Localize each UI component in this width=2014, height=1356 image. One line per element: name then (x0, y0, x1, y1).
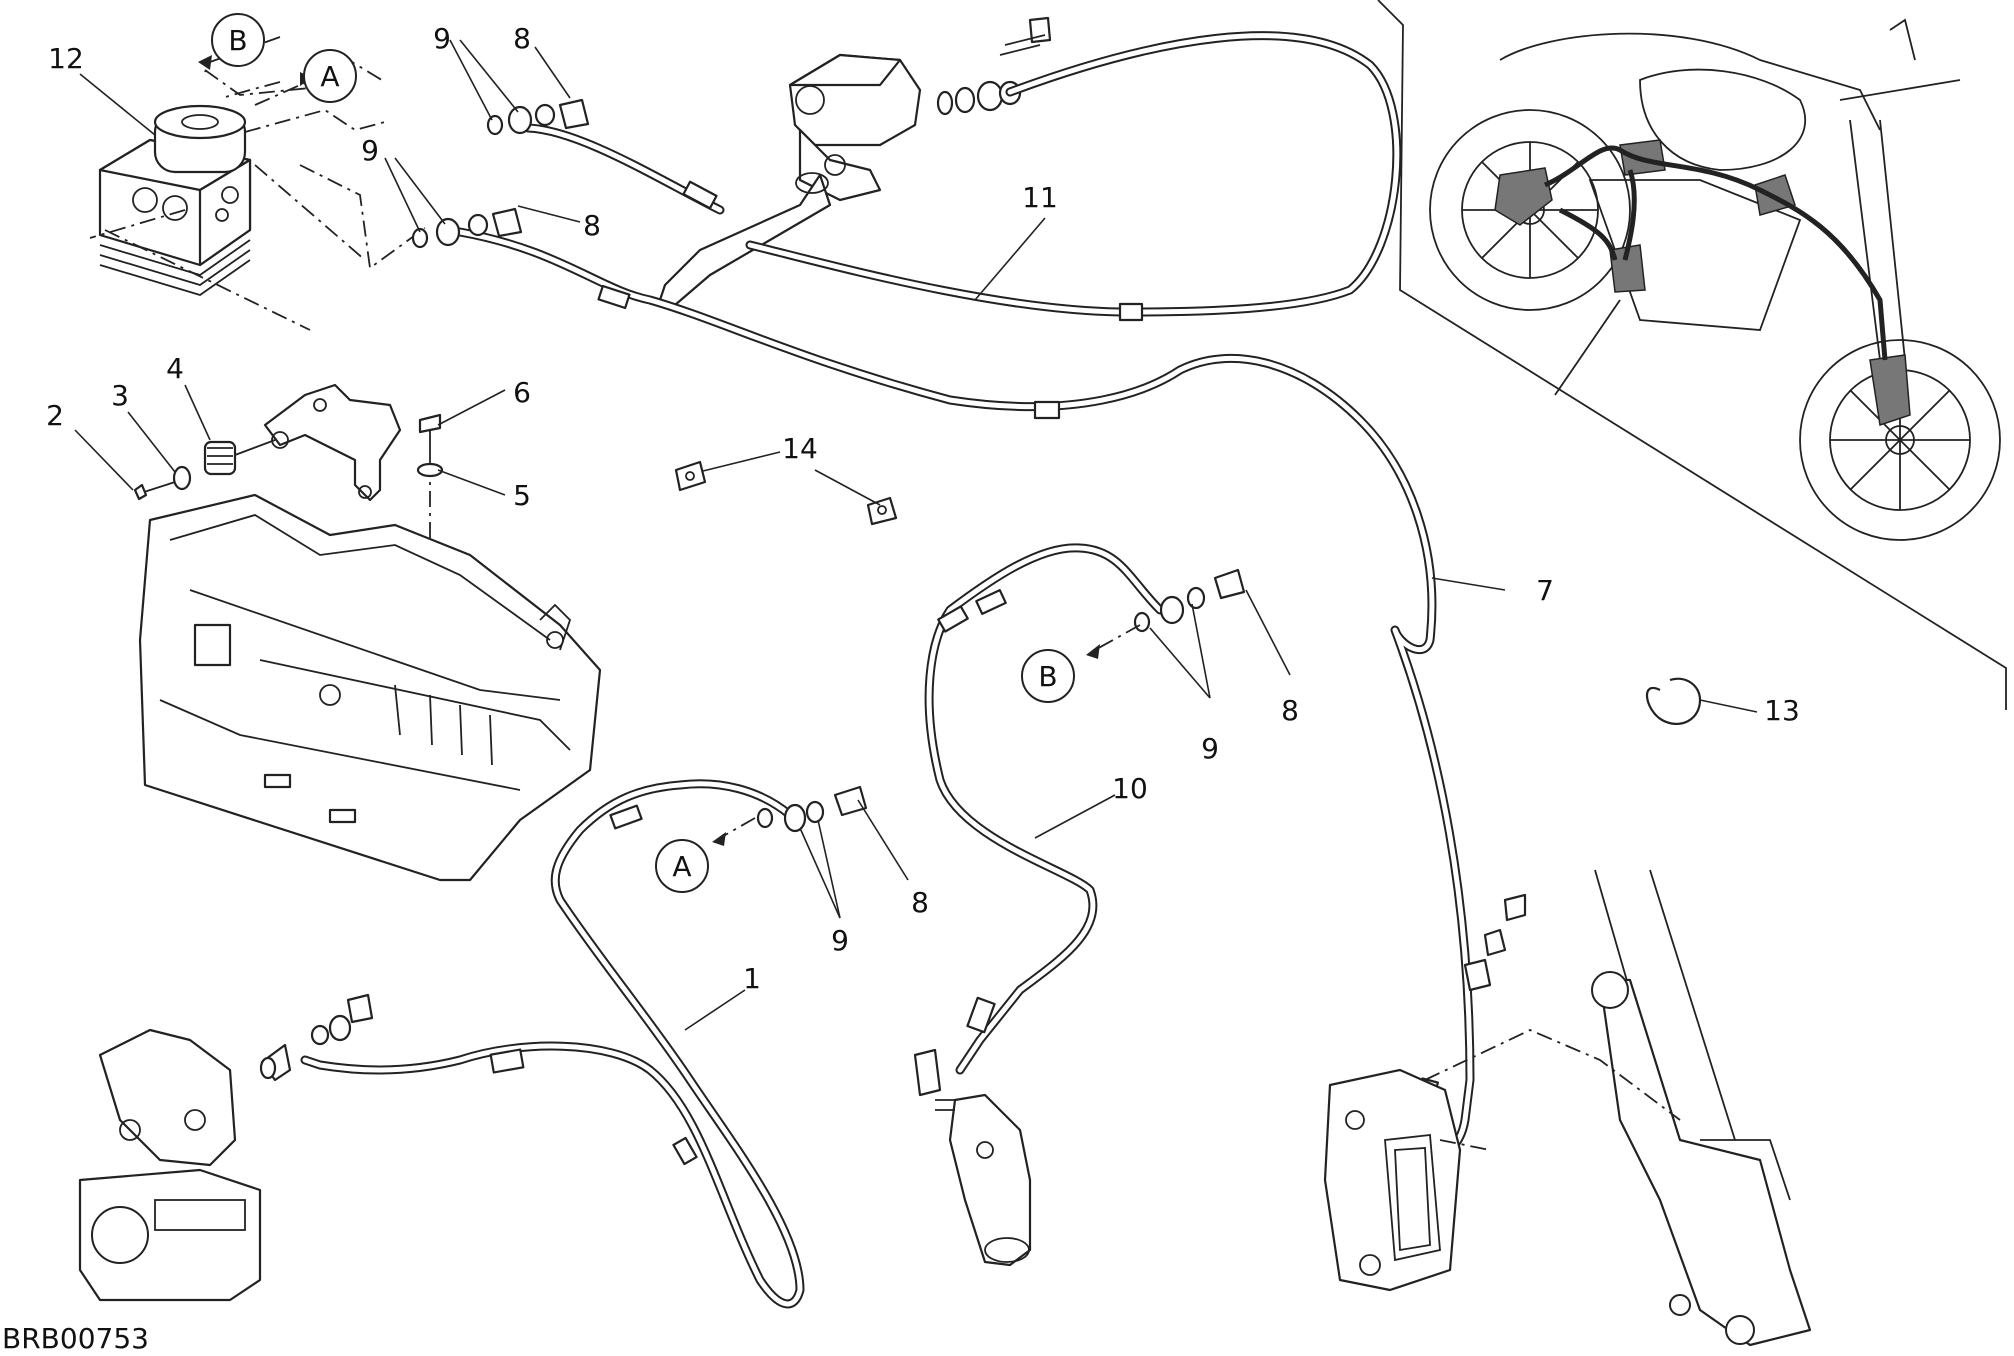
washer-5 (416, 462, 444, 478)
callout-3: 3 (111, 379, 129, 412)
callout-2: 2 (46, 399, 64, 432)
callout-10: 10 (1112, 772, 1148, 805)
brake-hose-1 (300, 779, 805, 1309)
callout-8c: 8 (1281, 694, 1299, 727)
callout-9c: 9 (1201, 732, 1219, 765)
connector-a-top-label: A (320, 60, 339, 93)
callout-5: 5 (513, 479, 531, 512)
callout-1: 1 (743, 962, 761, 995)
motorcycle-overview-inset (1377, 0, 2007, 710)
callout-8a: 8 (513, 22, 531, 55)
front-master-cylinder (788, 53, 922, 202)
connector-b-mid: B (1021, 649, 1075, 703)
brake-hose-11 (523, 31, 1402, 322)
connector-a-bottom-label: A (672, 850, 691, 883)
callout-13: 13 (1764, 694, 1800, 727)
screw-2 (133, 481, 176, 501)
hose-clip-13 (1645, 677, 1702, 726)
brake-hose-10 (924, 543, 1165, 1075)
connector-b-top-label: B (228, 24, 247, 57)
spacer-3 (172, 465, 192, 491)
mount-screw-6 (418, 413, 442, 460)
master-cylinder-banjo (936, 16, 1052, 116)
front-brake-caliper (1323, 1068, 1462, 1292)
connector-a-top: A (303, 49, 357, 103)
abs-mounting-bracket (263, 383, 402, 502)
front-fork (1591, 869, 1812, 1347)
vibration-damper-4 (203, 439, 276, 476)
caliper-bleed-fittings (1463, 893, 1527, 992)
rear-master-cylinder (913, 1048, 1032, 1267)
drawing-code: BRB00753 (2, 1322, 149, 1355)
callout-7: 7 (1536, 574, 1554, 607)
connector-b-mid-label: B (1038, 660, 1057, 693)
connector-b-top: B (211, 13, 265, 67)
battery-tray (138, 493, 602, 882)
callout-9a: 9 (433, 22, 451, 55)
leader-lines (74, 39, 1758, 1031)
rear-brake-caliper (78, 993, 374, 1302)
callout-12: 12 (48, 42, 84, 75)
callout-8d: 8 (911, 886, 929, 919)
callout-8b: 8 (583, 209, 601, 242)
callout-numbers: 12 2 3 4 6 5 9 8 9 8 11 14 7 10 8 9 13 8… (46, 22, 1800, 995)
connector-a-bottom: A (655, 839, 709, 893)
abs-modulator-unit (98, 104, 252, 296)
hose-clamp-14a (674, 460, 707, 492)
callout-11: 11 (1022, 181, 1058, 214)
callout-6: 6 (513, 376, 531, 409)
brake-hose-7 (455, 227, 1475, 1155)
abs-fittings-upper (411, 98, 590, 249)
abs-fittings-lower (756, 568, 1246, 833)
hose-clamp-14b (866, 496, 898, 526)
callout-9d: 9 (831, 924, 849, 957)
callout-9b: 9 (361, 134, 379, 167)
callout-4: 4 (166, 352, 184, 385)
callout-14: 14 (782, 432, 818, 465)
